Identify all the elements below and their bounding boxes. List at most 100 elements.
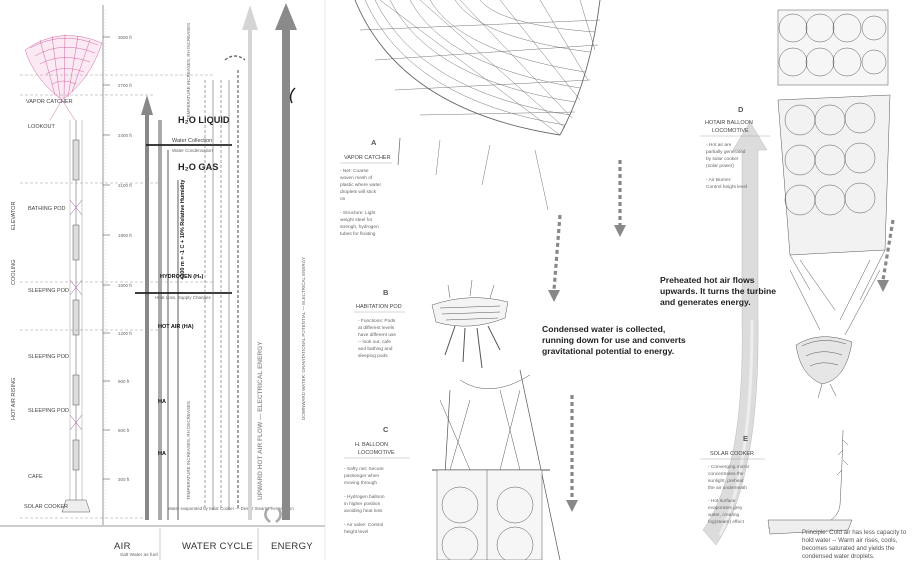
principle-line-3: condensed water droplets.: [802, 553, 875, 560]
section-c-line-8: - Air valve: Control: [344, 522, 383, 528]
hot-air-curve-arrow: [702, 121, 768, 546]
section-c-title: H. BALLOON: [355, 442, 388, 448]
tick-2400: 2400 ft: [118, 133, 133, 138]
label-sleeping-pod-2: SLEEPING POD: [28, 354, 69, 360]
section-c-line-6: avoiding heat loss: [344, 508, 383, 514]
label-h2o-liquid: H₂O LIQUID: [178, 115, 230, 125]
downward-arrowheads: [548, 225, 889, 512]
tick-2700: 2700 ft: [118, 83, 133, 88]
label-heat-loss: Heat Loss, Supply Changes: [155, 295, 212, 300]
downward-arrows: [552, 160, 895, 500]
section-a-line-8: strengh, hydrogen: [340, 224, 379, 230]
label-hydrogen: HYDROGEN (H₂): [160, 274, 204, 280]
vapor-catcher-net: [24, 33, 103, 121]
pod-labels: VAPOR CATCHER LOOKOUT BATHING POD SLEEPI…: [11, 99, 73, 510]
section-e-line-7: water, creating: [708, 512, 740, 518]
level-labels: H₂O LIQUID Water Collection Water Conden…: [155, 23, 230, 500]
principle-note: Principle: Cold air has less capacity to…: [802, 529, 907, 560]
section-e-line-8: fog(steam) effect: [708, 519, 745, 525]
section-d-line-0: - Hot air are: [706, 142, 732, 148]
label-water-collection: Water Collection: [172, 138, 212, 144]
section-d-title2: LOCOMOTIVE: [712, 128, 749, 134]
energy-column: UPWARD HOT AIR FLOW — ELECTRICAL ENERGY …: [242, 3, 306, 523]
label-elevator: ELEVATOR: [11, 202, 17, 230]
label-ha-2: HA: [158, 451, 166, 457]
section-b-text: - Functions: Pods at different levels ha…: [358, 318, 396, 359]
footer-air: AIR: [114, 541, 131, 552]
footer-water-cycle: WATER CYCLE: [182, 541, 253, 552]
label-sleeping-pod-3: SLEEPING POD: [28, 408, 69, 414]
section-b-letter: B: [383, 288, 389, 297]
section-a-line-1: woven mesh of: [340, 175, 373, 181]
section-a-text: - Net: Coarse woven mesh of plastic wher…: [340, 168, 381, 237]
tick-1200: 1200 ft: [118, 331, 133, 336]
section-c-line-2: moving through: [344, 480, 377, 486]
principle-line-2: becomes saturated and yields the: [802, 545, 895, 552]
section-c-line-0: - Safty net: Secure: [344, 466, 384, 472]
principle-line-1: hold water -- Warm air rises, cools,: [802, 537, 898, 544]
callout-condensed-line-2: gravitational potential to energy.: [542, 346, 674, 356]
callout-hot-air: Preheated hot air flows upwards. It turn…: [660, 275, 776, 307]
section-e-line-6: evaporates grey: [708, 505, 743, 511]
solar-cooker-cable: [767, 429, 853, 535]
section-e-line-2: sunlight, preheat: [708, 478, 744, 484]
label-cafe: CAFE: [28, 474, 43, 480]
salt-water-note: Salt Water as fuel: [120, 552, 158, 558]
section-e-line-1: concentrates the: [708, 471, 744, 477]
vapor-catcher-canopy: [354, 0, 601, 211]
callout-hot-air-line-1: upwards. It turns the turbine: [660, 286, 776, 296]
section-a-title: VAPOR CATCHER: [344, 155, 391, 161]
label-ha-1: HA: [158, 399, 166, 405]
tick-2100: 2100 ft: [118, 183, 133, 188]
label-temp-rh-inc: TEMPERATURE INCREASES, RH INCREASES: [186, 23, 191, 120]
section-b-title: HABITATION POD: [356, 304, 402, 310]
label-water-condensation: Water Condensation: [172, 148, 213, 153]
label-bathing-pod: BATHING POD: [28, 206, 66, 212]
section-b-line-5: sleeping pods: [358, 353, 388, 359]
callout-condensed-line-1: running down for use and converts: [542, 335, 686, 345]
section-d-line-2: by solar cooker: [706, 156, 739, 162]
label-hot-air: HOT AIR (HA): [158, 324, 194, 330]
section-a-line-3: droplets will stick: [340, 189, 377, 195]
tick-600: 600 ft: [118, 428, 130, 433]
section-c-line-9: height level: [344, 529, 368, 535]
tick-1500: 1500 ft: [118, 283, 133, 288]
label-solar-cooker: SOLAR COOKER: [24, 504, 68, 510]
label-vapor-catcher: VAPOR CATCHER: [26, 99, 73, 105]
tick-900: 900 ft: [118, 379, 130, 384]
label-cooling: COOLING: [11, 260, 17, 285]
section-d-line-6: Control height level: [706, 184, 747, 190]
section-b-line-2: have different use: [358, 332, 396, 338]
tick-1800: 1800 ft: [118, 233, 133, 238]
callout-condensed-line-0: Condensed water is collected,: [542, 324, 665, 334]
section-c-text: - Safty net: Secure passenger when movin…: [344, 466, 385, 535]
tick-3000: 3000 ft: [118, 35, 133, 40]
section-d-line-3: (solar power): [706, 163, 734, 169]
bottom-legend: AIR WATER CYCLE ENERGY: [0, 525, 325, 560]
section-c-letter: C: [383, 425, 389, 434]
section-e-letter: E: [743, 434, 748, 443]
section-a-line-6: - Structure: Light: [340, 210, 376, 216]
section-a-line-4: on: [340, 197, 346, 202]
label-upward-hot-air: UPWARD HOT AIR FLOW — ELECTRICAL ENERGY: [257, 341, 264, 500]
section-e-line-3: the air underneath: [708, 485, 747, 491]
footer-energy: ENERGY: [271, 541, 313, 552]
section-b-line-4: and bathing and: [358, 346, 393, 352]
section-a-line-2: plastic where water: [340, 182, 381, 188]
water-evaporated-note: Water evaporated by Solar Cooker — Deser…: [168, 506, 294, 511]
label-sleeping-pod: SLEEPING POD: [28, 288, 69, 294]
label-hot-air-rising: HOT AIR RISING: [11, 378, 17, 420]
section-e-title: SOLAR COOKER: [710, 451, 754, 457]
altitude-axis: [102, 5, 110, 525]
label-lookout: LOOKOUT: [28, 124, 56, 130]
callout-hot-air-line-0: Preheated hot air flows: [660, 275, 755, 285]
altitude-tick-labels: 3000 ft 2700 ft 2400 ft 2100 ft 1800 ft …: [118, 35, 133, 482]
callout-condensed: Condensed water is collected, running do…: [542, 324, 686, 356]
section-d-title: HOTAIR BALLOON: [705, 120, 753, 126]
right-panel: A VAPOR CATCHER - Net: Coarse woven mesh…: [340, 0, 907, 564]
section-d-letter: D: [738, 105, 744, 114]
tick-300: 300 ft: [118, 477, 130, 482]
callout-hot-air-line-2: and generates energy.: [660, 297, 751, 307]
section-e-line-5: - Hot surface: [708, 498, 736, 504]
